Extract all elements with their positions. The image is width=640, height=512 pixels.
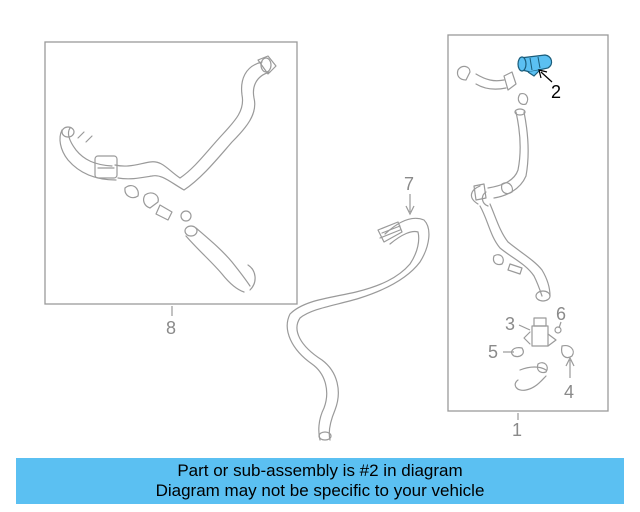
assembly-8-box (44, 41, 298, 305)
assembly-8-hoses (59, 55, 277, 293)
callout-3-label: 3 (505, 314, 515, 334)
callout-2[interactable]: 2 (538, 69, 561, 102)
part-2-end (517, 56, 527, 72)
part-2-stub (527, 69, 541, 77)
callout-7-arrow (405, 205, 415, 216)
callout-1-label: 1 (512, 420, 522, 440)
callout-4[interactable]: 4 (564, 356, 575, 402)
callout-2-label: 2 (551, 82, 561, 102)
assembly-8-group[interactable] (44, 41, 298, 305)
callout-7-label: 7 (404, 174, 414, 194)
callout-6-leader (558, 321, 562, 329)
diagram-disclaimer-line: Diagram may not be specific to your vehi… (155, 481, 485, 500)
callout-4-arrow (565, 356, 575, 367)
callout-6-label: 6 (556, 304, 566, 324)
callout-7[interactable]: 7 (404, 174, 415, 216)
hose-7[interactable]: 7 (286, 174, 430, 441)
callout-4-label: 4 (564, 382, 574, 402)
assembly-1-box (447, 34, 609, 412)
callout-5-label: 5 (488, 342, 498, 362)
callout-6[interactable]: 6 (556, 304, 566, 329)
hose-7-outline (286, 217, 430, 441)
part-2-ribs (529, 56, 541, 71)
assembly-1-group[interactable]: 2 3 5 6 4 (447, 34, 609, 412)
callout-8-label: 8 (166, 318, 176, 338)
part-info-banner: Part or sub-assembly is #2 in diagram Di… (16, 458, 624, 504)
callout-3[interactable]: 3 (505, 314, 531, 334)
callout-8[interactable]: 8 (166, 306, 176, 338)
callout-3-leader (518, 324, 531, 331)
callout-2-leader (540, 71, 553, 83)
callout-5[interactable]: 5 (488, 342, 514, 362)
parts-diagram: 8 7 (44, 34, 609, 441)
callout-1[interactable]: 1 (512, 413, 522, 440)
part-2-highlighted[interactable] (517, 54, 553, 77)
part-2-body (519, 54, 553, 73)
part-info-line: Part or sub-assembly is #2 in diagram (177, 461, 463, 480)
callout-2-arrow (538, 69, 548, 79)
assembly-1-hoses (456, 65, 574, 391)
